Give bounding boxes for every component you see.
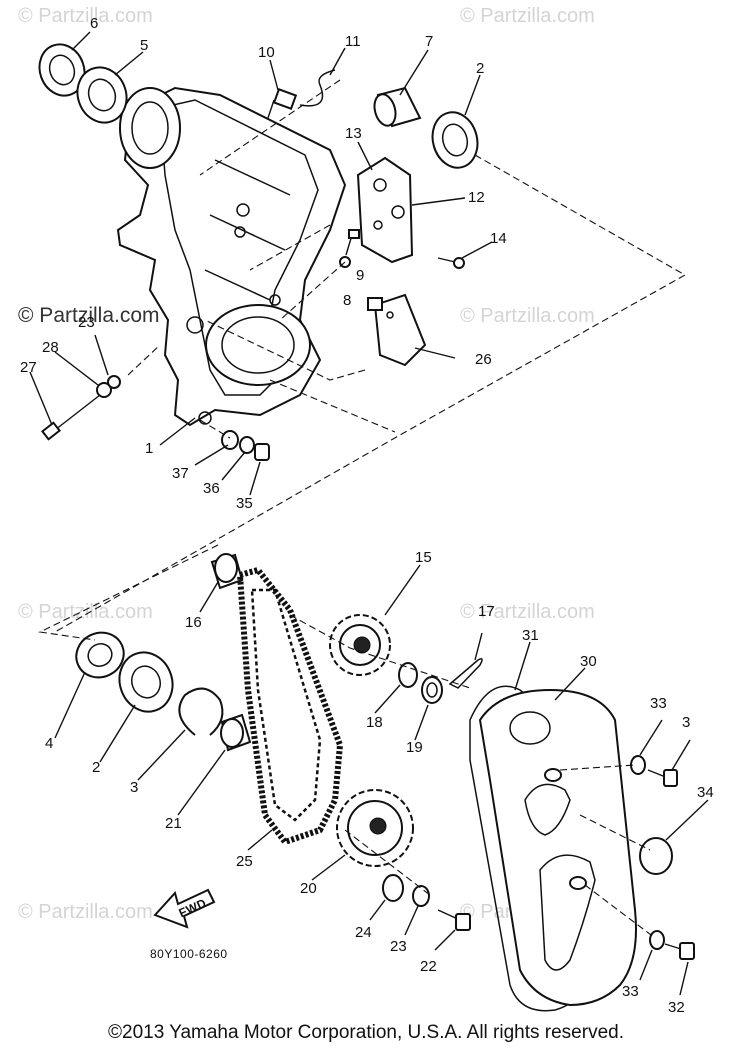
bolt-32 xyxy=(664,942,695,960)
callout-label: 26 xyxy=(475,351,492,368)
callout-label: 17 xyxy=(478,603,495,620)
chaincase-cover-30 xyxy=(478,688,637,1007)
bolt-14 xyxy=(437,257,465,269)
callout-label: 7 xyxy=(425,33,433,50)
washer-23-lower xyxy=(412,885,430,907)
washer-37 xyxy=(221,430,239,450)
callout-label: 20 xyxy=(300,880,317,897)
callout-label: 31 xyxy=(522,627,539,644)
callout-label: 25 xyxy=(236,853,253,870)
callout-labels: 6 5 10 11 7 2 13 12 14 9 8 26 23 28 27 1… xyxy=(20,15,714,1016)
callout-label: 23 xyxy=(390,938,407,955)
watermark: © Partzilla.com xyxy=(460,5,595,27)
copyright-notice: ©2013 Yamaha Motor Corporation, U.S.A. A… xyxy=(108,1022,624,1043)
washer-23-upper xyxy=(107,375,121,389)
callout-label: 5 xyxy=(140,37,148,54)
bushing-16 xyxy=(210,553,244,590)
lower-assembly: FWD 80Y100-6260 xyxy=(38,544,709,1012)
leader-lines-lower xyxy=(54,564,709,996)
callout-label: 33 xyxy=(622,983,639,1000)
callout-label: 27 xyxy=(20,359,37,376)
callout-label: 36 xyxy=(203,480,220,497)
callout-label: 4 xyxy=(45,735,53,752)
cotter-pin-17 xyxy=(448,658,483,689)
callout-label: 12 xyxy=(468,189,485,206)
tensioner-plate xyxy=(356,156,414,264)
callout-label: 8 xyxy=(343,292,351,309)
bearing-2-upper xyxy=(431,111,479,169)
bearing-5 xyxy=(76,66,128,124)
watermark: © Partzilla.com xyxy=(18,601,153,623)
callout-label: 18 xyxy=(366,714,383,731)
callout-label: 21 xyxy=(165,815,182,832)
callout-label: 30 xyxy=(580,653,597,670)
sprocket-20 xyxy=(336,789,414,867)
callout-label: 3 xyxy=(682,714,690,731)
nut-35 xyxy=(254,443,270,461)
callout-label: 37 xyxy=(172,465,189,482)
washer-18 xyxy=(398,662,418,688)
callout-label: 3 xyxy=(130,779,138,796)
bolt-9 xyxy=(345,229,360,256)
callout-label: 14 xyxy=(490,230,507,247)
spacer-7 xyxy=(373,86,422,128)
drive-chain-25 xyxy=(236,566,344,846)
callout-label: 2 xyxy=(92,759,100,776)
dashed-lines-lower xyxy=(38,544,656,939)
leader-lines-upper xyxy=(29,31,493,496)
callout-label: 34 xyxy=(697,784,714,801)
bearing-2-lower xyxy=(118,651,174,713)
callout-label: 22 xyxy=(420,958,437,975)
watermark: © Partzilla.com xyxy=(18,5,153,27)
upper-assembly xyxy=(29,31,687,633)
callout-label: 1 xyxy=(145,440,153,457)
callout-label: 24 xyxy=(355,924,372,941)
hose-11 xyxy=(299,69,336,107)
watermark: © Partzilla.com xyxy=(18,901,153,923)
watermark: © Partzilla.com xyxy=(460,305,595,327)
callout-label: 16 xyxy=(185,614,202,631)
watermark: © Partzilla.com xyxy=(460,601,595,623)
chaincase-housing xyxy=(116,86,347,427)
sprocket-15 xyxy=(329,614,391,676)
callout-label: 2 xyxy=(476,60,484,77)
bolt-27 xyxy=(41,394,101,441)
callout-label: 10 xyxy=(258,44,275,61)
callout-label: 11 xyxy=(345,33,361,50)
bearing-6 xyxy=(38,43,86,97)
washer-33-lower xyxy=(649,930,665,950)
watermark-inline: © Partzilla.com xyxy=(18,304,160,327)
forward-arrow-icon: FWD xyxy=(153,888,216,929)
washer-28 xyxy=(96,382,112,398)
bolt-3 xyxy=(647,769,678,787)
circlip-3 xyxy=(178,687,224,736)
callout-label: 19 xyxy=(406,739,423,756)
callout-label: 6 xyxy=(90,15,98,32)
callout-label: 9 xyxy=(356,267,364,284)
nut-19 xyxy=(421,676,443,704)
cap-34 xyxy=(639,837,673,875)
callout-label: 35 xyxy=(236,495,253,512)
callout-label: 15 xyxy=(415,549,432,566)
fwd-label: FWD xyxy=(177,896,209,921)
callout-label: 23 xyxy=(78,314,95,331)
callout-label: 13 xyxy=(345,125,362,142)
callout-label: 33 xyxy=(650,695,667,712)
dashed-lines-upper xyxy=(54,79,687,633)
seal-4 xyxy=(75,631,125,679)
tensioner-26 xyxy=(367,293,427,367)
callout-label: 28 xyxy=(42,339,59,356)
washer-36 xyxy=(239,436,255,454)
fitting-10 xyxy=(267,88,298,119)
washer-24 xyxy=(382,874,404,902)
bolt-22 xyxy=(437,909,471,931)
diagram-code: 80Y100-6260 xyxy=(150,947,228,961)
spacer-21 xyxy=(220,713,252,752)
callout-label: 32 xyxy=(668,999,685,1016)
washer-33-upper xyxy=(630,755,646,775)
